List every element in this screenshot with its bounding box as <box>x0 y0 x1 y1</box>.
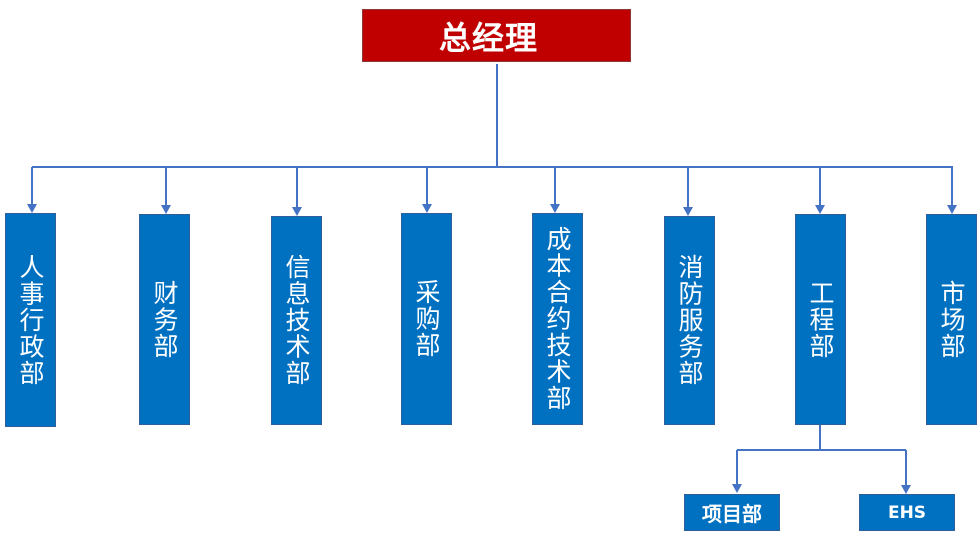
dept-box-marketing: 市场部 <box>926 214 977 425</box>
arrowhead-ehs <box>901 485 911 494</box>
dept-label: 人事行政部 <box>16 253 45 387</box>
dept-label: 工程部 <box>806 279 835 360</box>
drop-arrowhead-7 <box>947 205 957 214</box>
sub-dept-box-ehs: EHS <box>859 494 955 531</box>
drop-arrowhead-1 <box>161 205 171 214</box>
drop-arrowhead-3 <box>422 204 432 213</box>
dept-label: 采购部 <box>412 279 441 359</box>
dept-box-procurement: 采购部 <box>401 213 452 425</box>
dept-label: 财务部 <box>150 279 179 360</box>
dept-label: 信息技术部 <box>282 254 311 387</box>
drop-arrowhead-2 <box>292 207 302 216</box>
dept-label: 成本合约技术部 <box>543 226 572 412</box>
arrowhead-project-dept <box>732 484 742 493</box>
sub-dept-label: 项目部 <box>702 502 762 526</box>
dept-box-hr-admin: 人事行政部 <box>5 213 56 427</box>
drop-arrowhead-0 <box>27 204 37 213</box>
dept-label: 市场部 <box>937 279 966 360</box>
general-manager-box: 总经理 <box>362 9 631 62</box>
dept-label: 消防服务部 <box>675 254 704 387</box>
drop-arrowhead-5 <box>683 207 693 216</box>
sub-dept-box-project: 项目部 <box>684 494 780 531</box>
dept-box-engineering: 工程部 <box>795 214 846 425</box>
dept-box-cost-contract: 成本合约技术部 <box>532 213 583 425</box>
dept-box-it: 信息技术部 <box>271 216 322 425</box>
sub-dept-label: EHS <box>887 502 927 523</box>
dept-box-fire-service: 消防服务部 <box>664 216 715 425</box>
drop-arrowhead-6 <box>815 205 825 214</box>
drop-arrowhead-4 <box>550 204 560 213</box>
dept-box-finance: 财务部 <box>139 214 190 425</box>
general-manager-label: 总经理 <box>438 18 538 57</box>
